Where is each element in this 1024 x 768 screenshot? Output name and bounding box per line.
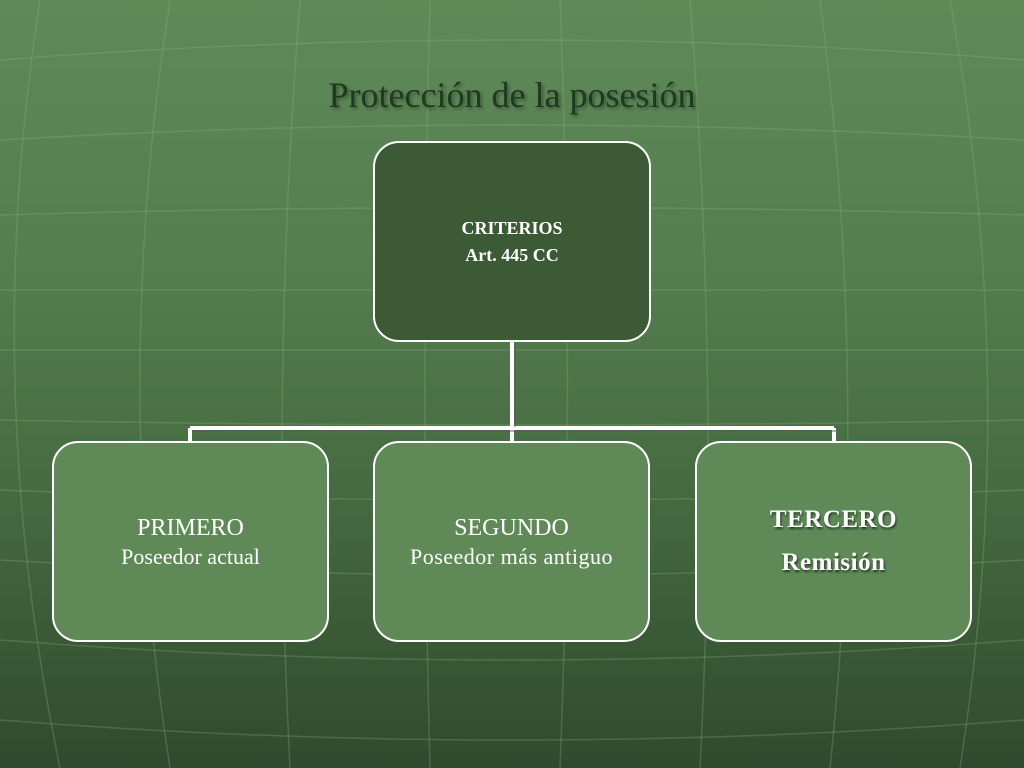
root-label-article: Art. 445 CC bbox=[465, 244, 559, 265]
first-node-heading: PRIMERO bbox=[137, 514, 244, 541]
criterion-second-node: SEGUNDO Poseedor más antiguo bbox=[373, 441, 650, 642]
criterion-third-node: TERCERO Remisión bbox=[695, 441, 972, 642]
third-node-description: Remisión bbox=[781, 548, 886, 576]
first-node-description: Poseedor actual bbox=[121, 543, 260, 569]
root-label-title: CRITERIOS bbox=[461, 218, 563, 239]
second-node-description: Poseedor más antiguo bbox=[409, 543, 614, 569]
criteria-root-node: CRITERIOS Art. 445 CC bbox=[373, 141, 651, 342]
second-node-heading: SEGUNDO bbox=[454, 514, 569, 541]
criterion-first-node: PRIMERO Poseedor actual bbox=[52, 441, 329, 642]
slide-title: Protección de la posesión bbox=[328, 75, 696, 115]
third-node-heading: TERCERO bbox=[769, 506, 898, 533]
